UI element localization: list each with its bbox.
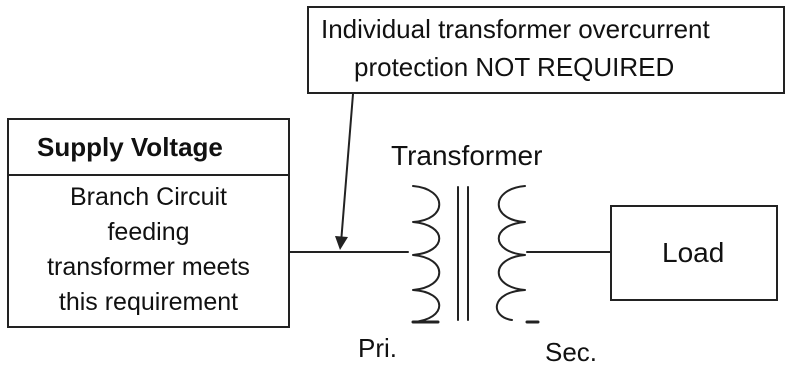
note-box: Individual transformer overcurrent prote… [307,6,785,94]
supply-description-line: feeding [107,218,190,246]
secondary-label: Sec. [545,337,598,367]
supply-voltage-description: Branch Circuit feeding transformer meets… [9,180,288,320]
pointer-arrow-line [340,93,354,244]
note-text-line-2: protection NOT REQUIRED [354,52,675,82]
primary-winding [412,185,441,323]
supply-description-line: Branch Circuit [70,183,227,211]
load-label: Load [662,237,725,268]
primary-label: Pri. [358,333,397,363]
note-text-line-1: Individual transformer overcurrent [321,14,710,44]
load-box: Load [610,205,778,301]
transformer-label: Transformer [391,140,543,171]
secondary-winding [495,185,526,321]
pointer-arrow-head [335,236,348,250]
supply-description-line: this requirement [58,288,239,316]
supply-description-line: transformer meets [47,253,250,281]
supply-voltage-header: Supply Voltage [9,120,288,176]
supply-voltage-title: Supply Voltage [37,132,223,162]
supply-voltage-box: Supply Voltage Branch Circuit feeding tr… [7,118,290,328]
